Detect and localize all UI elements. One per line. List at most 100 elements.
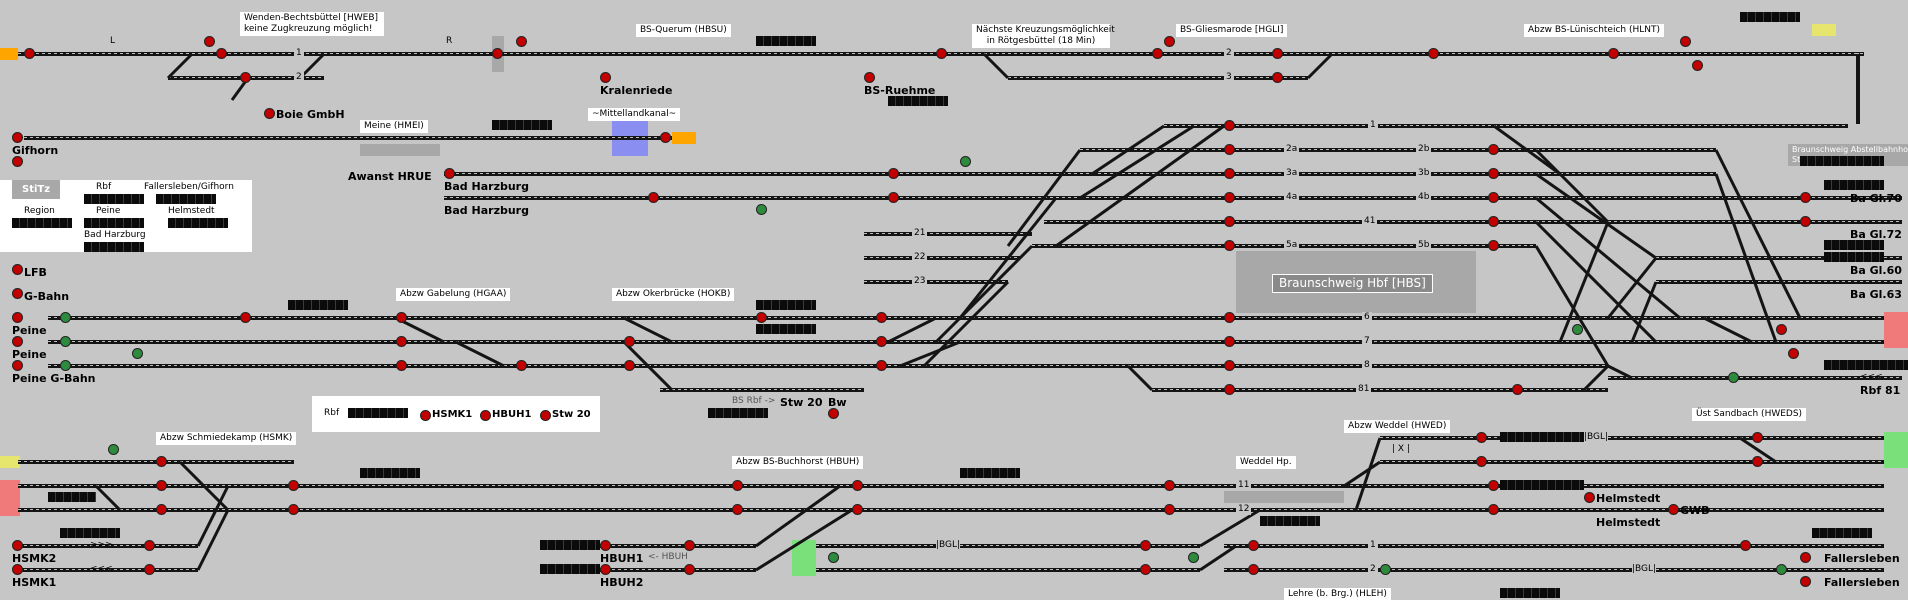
signal[interactable] — [1488, 240, 1499, 251]
signal[interactable] — [1224, 360, 1235, 371]
signal[interactable] — [240, 312, 251, 323]
train-display[interactable] — [1260, 516, 1320, 526]
signal-green[interactable] — [1728, 372, 1739, 383]
signal[interactable] — [1140, 540, 1151, 551]
signal[interactable] — [1692, 60, 1703, 71]
signal[interactable] — [756, 312, 767, 323]
signal[interactable] — [1488, 168, 1499, 179]
signal[interactable] — [1164, 504, 1175, 515]
track-loop-return[interactable] — [1488, 124, 1848, 128]
track-hbf-2[interactable] — [1080, 148, 1536, 152]
train-display[interactable] — [288, 300, 348, 310]
train-display[interactable] — [540, 564, 600, 574]
exit-west-top[interactable] — [0, 48, 18, 60]
exit-east-red[interactable] — [1884, 312, 1908, 348]
track-upper-right-2[interactable] — [1536, 172, 1716, 176]
signal[interactable] — [828, 408, 839, 419]
signal[interactable] — [396, 336, 407, 347]
track-buchhorst-lower[interactable] — [816, 568, 1200, 572]
signal-green[interactable] — [1776, 564, 1787, 575]
signal-green[interactable] — [60, 312, 71, 323]
signal[interactable] — [1608, 48, 1619, 59]
signal[interactable] — [204, 36, 215, 47]
signal[interactable] — [1488, 144, 1499, 155]
train-display[interactable] — [1824, 240, 1884, 250]
signal[interactable] — [12, 336, 23, 347]
signal[interactable] — [1752, 456, 1763, 467]
signal[interactable] — [1488, 192, 1499, 203]
signal[interactable] — [1272, 48, 1283, 59]
train-display[interactable] — [1740, 12, 1800, 22]
signal[interactable] — [600, 540, 611, 551]
track-hsmk2[interactable] — [18, 544, 198, 548]
signal[interactable] — [156, 480, 167, 491]
signal[interactable] — [864, 72, 875, 83]
panel-display[interactable] — [84, 218, 144, 228]
signal[interactable] — [156, 504, 167, 515]
exit-west-red[interactable] — [0, 480, 20, 516]
track-hbf-1[interactable] — [1164, 124, 1494, 128]
signal[interactable] — [876, 360, 887, 371]
signal[interactable] — [264, 108, 275, 119]
train-display[interactable] — [48, 492, 96, 502]
signal-green[interactable] — [1572, 324, 1583, 335]
signal[interactable] — [1140, 564, 1151, 575]
signal[interactable] — [876, 312, 887, 323]
signal[interactable] — [1224, 312, 1235, 323]
train-display[interactable] — [1824, 360, 1908, 370]
signal[interactable] — [1488, 504, 1499, 515]
signal[interactable] — [396, 312, 407, 323]
signal[interactable] — [1476, 432, 1487, 443]
signal-green[interactable] — [828, 552, 839, 563]
signal[interactable] — [12, 156, 23, 167]
signal[interactable] — [288, 480, 299, 491]
signal[interactable] — [12, 312, 23, 323]
track-rbf81[interactable] — [1608, 376, 1902, 380]
panel-display[interactable] — [156, 194, 216, 204]
signal[interactable] — [1224, 120, 1235, 131]
signal[interactable] — [156, 456, 167, 467]
exit-meine[interactable] — [672, 132, 696, 144]
track-lehre-2[interactable] — [1224, 568, 1884, 572]
track-hbf-41[interactable] — [1044, 220, 1536, 224]
signal-green[interactable] — [756, 204, 767, 215]
signal[interactable] — [732, 480, 743, 491]
signal[interactable] — [1164, 36, 1175, 47]
track-lehre-1[interactable] — [1224, 544, 1884, 548]
signal[interactable] — [648, 192, 659, 203]
signal[interactable] — [1224, 240, 1235, 251]
panel-display[interactable] — [168, 218, 228, 228]
train-display[interactable] — [888, 96, 948, 106]
signal[interactable] — [12, 540, 23, 551]
signal[interactable] — [600, 564, 611, 575]
train-display[interactable] — [1824, 180, 1884, 190]
signal[interactable] — [12, 564, 23, 575]
track-ba-gl72[interactable] — [1536, 220, 1902, 224]
panel-display[interactable] — [84, 242, 144, 252]
signal[interactable] — [144, 540, 155, 551]
signal[interactable] — [1164, 480, 1175, 491]
train-display[interactable] — [1500, 588, 1560, 598]
signal[interactable] — [1488, 480, 1499, 491]
signal[interactable] — [24, 48, 35, 59]
track-bad-harzburg-1[interactable] — [444, 172, 1092, 176]
track-hsmk1[interactable] — [18, 568, 198, 572]
train-display[interactable] — [360, 468, 420, 478]
track-peine-6[interactable] — [48, 316, 1884, 320]
track-peine-g-8[interactable] — [48, 364, 1608, 368]
track-bad-harzburg-2[interactable] — [444, 196, 1056, 200]
signal[interactable] — [1584, 492, 1595, 503]
track-ba-gl63[interactable] — [1656, 280, 1902, 284]
train-display[interactable] — [960, 468, 1020, 478]
train-display[interactable] — [492, 120, 552, 130]
exit-east-green[interactable] — [1884, 432, 1908, 468]
track-21[interactable] — [864, 232, 1032, 236]
signal[interactable] — [1224, 216, 1235, 227]
signal[interactable] — [1776, 324, 1787, 335]
signal[interactable] — [1800, 216, 1811, 227]
signal[interactable] — [684, 540, 695, 551]
signal-green[interactable] — [60, 360, 71, 371]
signal[interactable] — [12, 264, 23, 275]
train-display[interactable] — [540, 540, 600, 550]
signal[interactable] — [492, 48, 503, 59]
